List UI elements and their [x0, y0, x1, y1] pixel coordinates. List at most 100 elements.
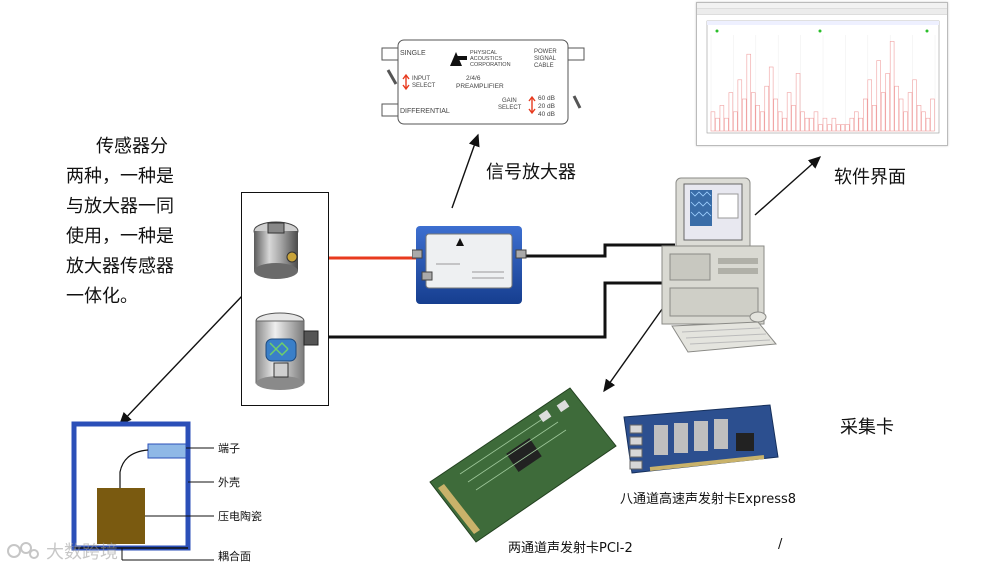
- piezo-element: [97, 488, 145, 544]
- arrow-to-sensor-structure: [119, 294, 244, 426]
- brand-line: CORPORATION: [470, 62, 511, 68]
- chart-bar: [742, 98, 747, 132]
- chart-bar: [822, 117, 828, 132]
- preamp-input-label: INPUT: [412, 76, 430, 82]
- chart-bar: [724, 117, 729, 132]
- chart-bar: [871, 105, 877, 132]
- arrow-to-preamp-panel: [451, 133, 480, 209]
- watermark-text: 大数跨境: [46, 542, 118, 563]
- chart-bar: [715, 117, 720, 132]
- software-menu-bar: [697, 3, 947, 9]
- arrow-to-daq-card: [603, 304, 666, 393]
- chart-bar: [737, 79, 743, 132]
- integrated-sensor: [255, 312, 319, 390]
- chart-bar: [710, 111, 716, 132]
- power-line: SIGNAL: [534, 56, 557, 62]
- chart-bar: [791, 105, 796, 132]
- preamp-panel-drawing: SINGLE DIFFERENTIAL INPUT SELECT PHYSICA…: [381, 39, 585, 125]
- integrated-sensor-cable: [318, 281, 665, 339]
- computer: [661, 177, 777, 353]
- chart-bar: [863, 98, 868, 132]
- pci2-card-label: 两通道声发射卡PCI-2: [508, 541, 633, 556]
- express8-card-label: 八通道高速声发射卡Express8: [620, 492, 797, 507]
- chart-bar: [804, 117, 810, 132]
- chart-bar: [773, 98, 778, 132]
- chart-bar: [800, 111, 805, 132]
- chart-bar: [885, 73, 890, 132]
- chart-bar: [925, 117, 931, 132]
- power-line: POWER: [534, 49, 557, 55]
- gain-label: GAIN: [502, 98, 517, 104]
- chart-bar: [876, 60, 881, 132]
- terminal-label: 端子: [218, 442, 240, 455]
- chart-bar: [845, 124, 850, 132]
- gain-value: 40 dB: [538, 111, 555, 118]
- description-line: 两种，一种是: [66, 166, 174, 187]
- chart-bar: [849, 117, 855, 132]
- pa-logo-icon: [450, 52, 462, 66]
- sensor-description: 传感器分 两种，一种是 与放大器一同 使用，一种是 放大器传感器 一体化。: [66, 132, 216, 312]
- chart-bar: [782, 117, 787, 132]
- gain-value: 60 dB: [538, 95, 555, 102]
- chart-bar: [912, 79, 917, 132]
- arrow-to-software: [754, 156, 822, 216]
- preamp-select-label: SELECT: [412, 83, 436, 89]
- chart-bar: [755, 105, 760, 132]
- chart-bar: [809, 117, 814, 132]
- chart-bar: [867, 79, 872, 132]
- description-line: 一体化。: [66, 286, 138, 307]
- brand-line: ACOUSTICS: [470, 56, 502, 62]
- chart-bar: [827, 124, 832, 132]
- chart-bar: [854, 111, 859, 132]
- sensor-photos: [253, 221, 319, 390]
- chart-bar: [907, 92, 913, 132]
- software-chart: [706, 20, 940, 134]
- brand-line: PHYSICAL: [470, 50, 497, 56]
- chart-bar: [733, 111, 738, 132]
- chart-bar: [786, 92, 792, 132]
- chart-bar: [746, 53, 752, 132]
- chart-bar: [840, 124, 846, 132]
- sensor-box: [241, 192, 329, 406]
- power-line: CABLE: [534, 63, 554, 69]
- gain-select-label: SELECT: [498, 105, 522, 111]
- chart-bar: [880, 92, 886, 132]
- chart-bar: [777, 111, 783, 132]
- preamp-model: 2/4/6: [466, 75, 481, 82]
- description-line: 放大器传感器: [66, 256, 174, 277]
- express8-card-label-cut: /: [778, 537, 783, 552]
- amplifier-photo: [412, 226, 527, 304]
- express8-card: [623, 404, 779, 474]
- chart-bar: [916, 105, 922, 132]
- chart-bar: [751, 92, 756, 132]
- preamp-single-label: SINGLE: [400, 50, 426, 57]
- watermark-logo-icon: [7, 542, 39, 559]
- gain-select-arrow-icon: [528, 95, 536, 115]
- description-line: 使用，一种是: [66, 226, 174, 247]
- chart-bar: [858, 117, 864, 132]
- sensor-structure-diagram: [71, 421, 214, 561]
- chart-bar: [764, 85, 769, 132]
- sensor-wire: [119, 449, 149, 490]
- chart-bar: [894, 85, 899, 132]
- chart-bar: [903, 111, 908, 132]
- description-line: 传感器分: [96, 136, 168, 157]
- chart-bar: [898, 98, 904, 132]
- chart-bar: [831, 117, 837, 132]
- amplifier-label: 信号放大器: [486, 162, 576, 183]
- watermark: 大数跨境: [6, 538, 118, 564]
- input-select-arrow-icon: [402, 73, 410, 91]
- daq-card-label: 采集卡: [840, 417, 894, 438]
- software-label: 软件界面: [834, 167, 906, 188]
- gain-value: 20 dB: [538, 103, 555, 110]
- chart-bar: [836, 124, 841, 132]
- chart-bar: [818, 124, 823, 132]
- amplifier-to-computer-cable: [515, 243, 675, 258]
- chart-bar: [930, 98, 935, 132]
- sensor-terminal: [147, 443, 187, 459]
- chart-bar: [768, 66, 774, 132]
- pci2-card: [429, 387, 617, 543]
- housing-label: 外壳: [218, 476, 240, 489]
- preamp-differential-label: DIFFERENTIAL: [400, 108, 450, 115]
